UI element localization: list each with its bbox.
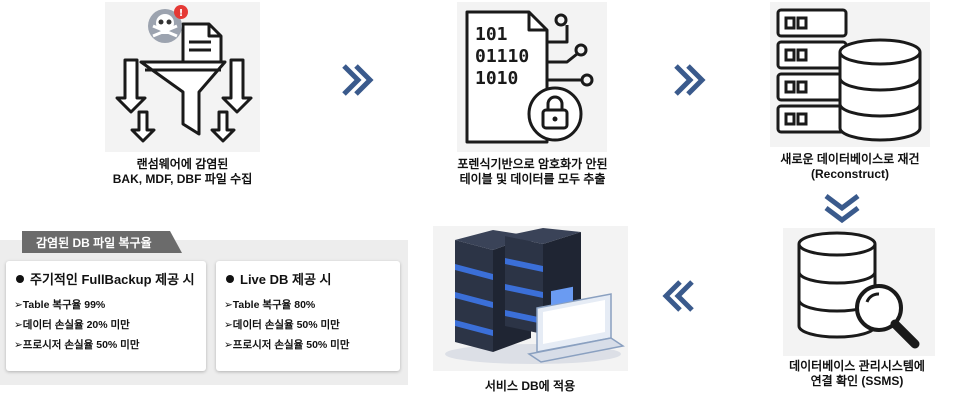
card-title: Live DB 제공 시	[226, 269, 332, 288]
recovery-card-livedb: Live DB 제공 시 ➢Table 복구율 80% ➢데이터 손실율 50%…	[216, 261, 400, 371]
chevron-down-icon	[824, 194, 860, 224]
card-title: 주기적인 FullBackup 제공 시	[16, 269, 195, 288]
step5-caption: 서비스 DB에 적용	[484, 379, 576, 393]
card-line: ➢데이터 손실율 20% 미만	[14, 319, 130, 331]
chevron-right-icon	[342, 64, 374, 96]
svg-text:1010: 1010	[475, 68, 518, 89]
step3-image	[770, 2, 930, 147]
step4-image	[783, 228, 935, 356]
card-line: ➢프로시저 손실율 50% 미만	[14, 339, 140, 351]
chevron-right-icon	[674, 64, 706, 96]
step1-caption: 랜섬웨어에 감염된 BAK, MDF, DBF 파일 수집	[112, 157, 253, 186]
bullet-icon	[16, 275, 24, 283]
svg-text:01110: 01110	[475, 46, 529, 67]
svg-text:!: !	[179, 8, 184, 19]
card-line: ➢Table 복구율 99%	[14, 299, 106, 311]
card-line: ➢Table 복구율 80%	[224, 299, 316, 311]
step1-image: !	[105, 2, 260, 152]
chevron-left-icon	[662, 280, 694, 312]
step2-image: 101 01110 1010	[457, 2, 607, 152]
servers-laptop-icon	[445, 228, 625, 364]
panel-tab-label: 감염된 DB 파일 복구율	[36, 236, 152, 250]
step2-caption: 포렌식기반으로 암호화가 안된 테이블 및 데이터를 모두 추출	[457, 157, 608, 186]
card-lines: ➢Table 복구율 99% ➢데이터 손실율 20% 미만 ➢프로시저 손실율…	[14, 295, 140, 355]
step3-caption: 새로운 데이터베이스로 재건 (Reconstruct)	[780, 152, 920, 181]
binary-document-lock-icon: 101 01110 1010	[465, 10, 594, 144]
card-line: ➢프로시저 손실율 50% 미만	[224, 339, 350, 351]
recovery-card-fullbackup: 주기적인 FullBackup 제공 시 ➢Table 복구율 99% ➢데이터…	[6, 261, 206, 371]
database-magnifier-icon	[797, 231, 920, 349]
server-database-icon	[776, 8, 922, 142]
bullet-icon	[226, 275, 234, 283]
card-line: ➢데이터 손실율 50% 미만	[224, 319, 340, 331]
card-lines: ➢Table 복구율 80% ➢데이터 손실율 50% 미만 ➢프로시저 손실율…	[224, 295, 350, 355]
ransomware-funnel-icon: !	[115, 5, 253, 143]
panel-tab-shape	[22, 231, 182, 253]
step5-image	[433, 226, 628, 371]
svg-text:101: 101	[475, 24, 508, 45]
step4-caption: 데이터베이스 관리시스템에 연결 확인 (SSMS)	[789, 359, 925, 388]
